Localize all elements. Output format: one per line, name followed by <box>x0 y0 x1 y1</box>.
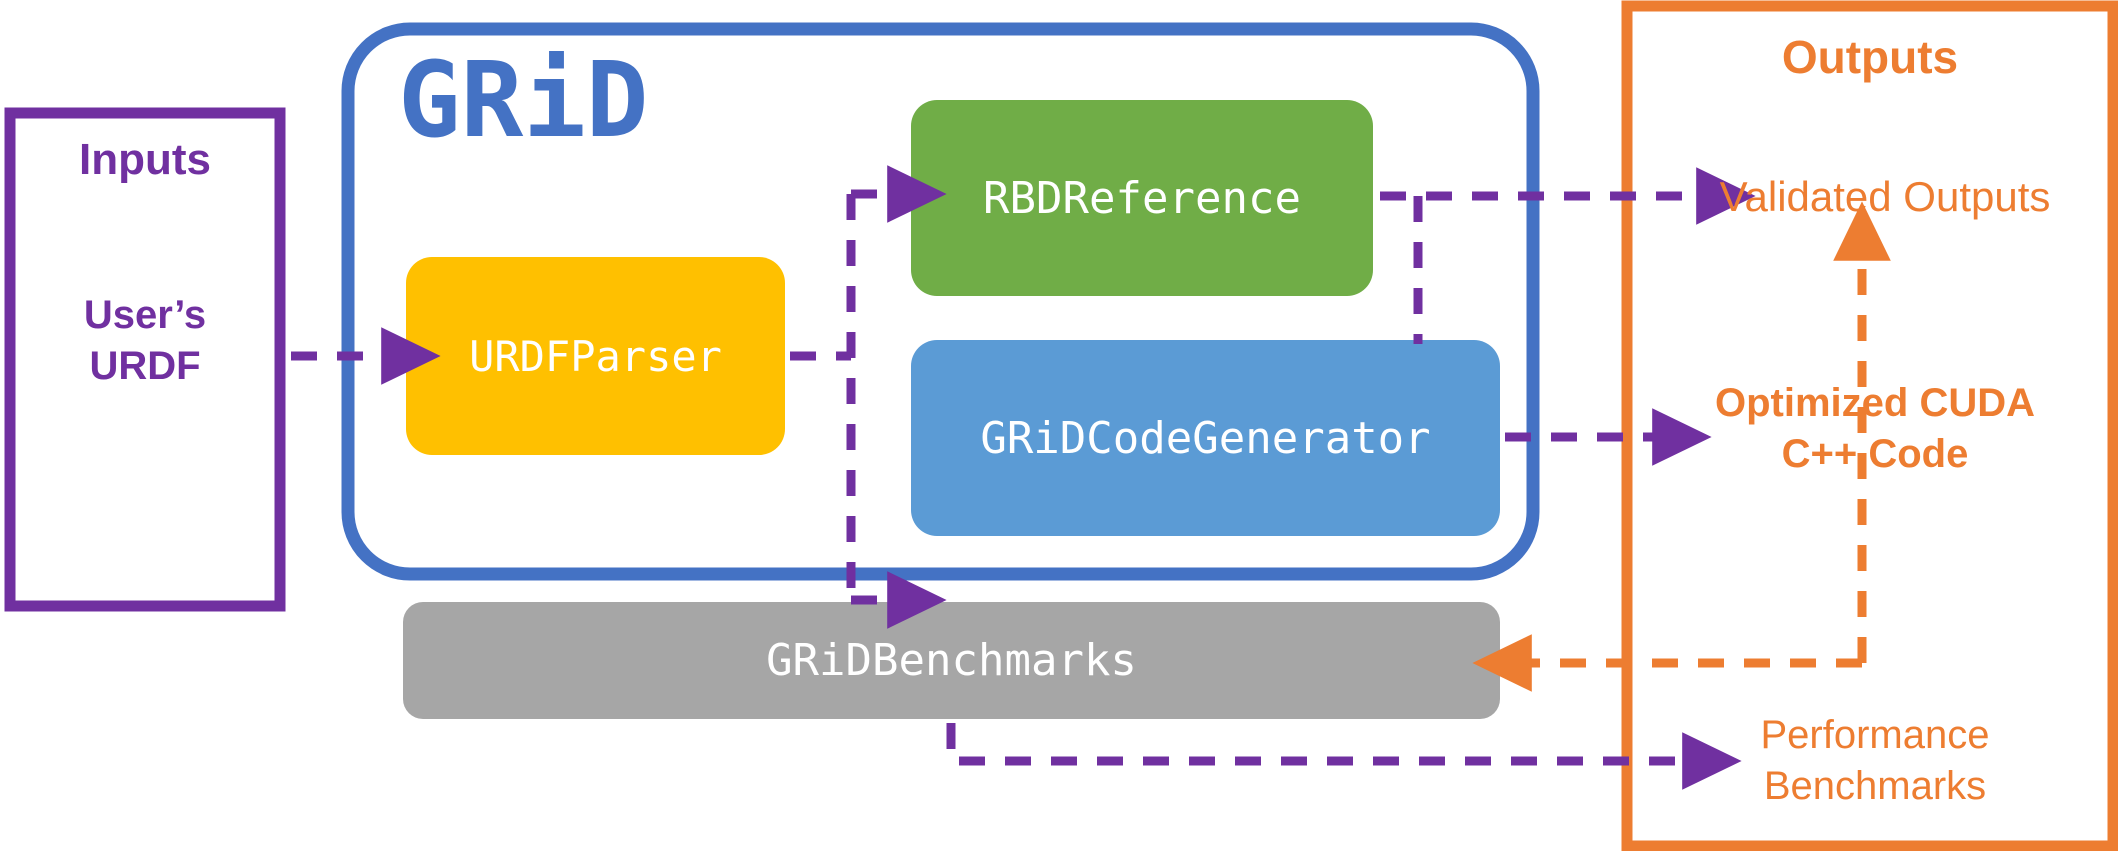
module-box-gridbenchmarks[interactable] <box>403 602 1500 719</box>
inputs-panel-heading: Inputs <box>79 135 211 184</box>
grid-title: GRiD <box>398 39 649 161</box>
edge-benchmarks-to-performance <box>946 723 1742 790</box>
outputs-panel-border <box>1621 0 2118 851</box>
module-box-urdfparser[interactable] <box>406 257 785 455</box>
inputs-panel-item: User’s URDF <box>83 293 207 389</box>
module-box-rbdreference[interactable] <box>911 100 1373 296</box>
module-box-gridcodegenerator[interactable] <box>911 340 1500 536</box>
outputs-panel-heading: Outputs <box>1781 31 1959 83</box>
outputs-item-performance-benchmarks: Performance Benchmarks <box>1760 713 1990 809</box>
inputs-panel-border <box>4 107 286 612</box>
outputs-item-validated-outputs: Validated Outputs <box>1719 173 2051 220</box>
outputs-item-optimized-cuda-code: Optimized CUDA C++ Code <box>1715 381 2035 477</box>
